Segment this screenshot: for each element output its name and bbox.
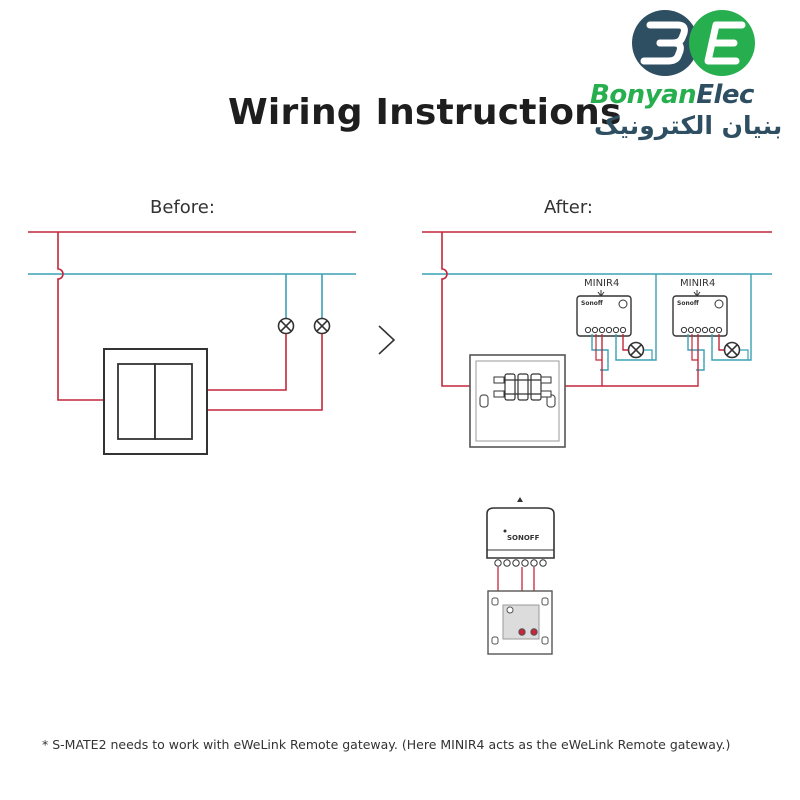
after-lamp-icon-2 xyxy=(723,341,741,359)
logo-wordmark-part1: Bonyan xyxy=(590,80,697,110)
module-brand-1: Sonoff xyxy=(581,300,603,307)
logo-wordmark-part2: Elec xyxy=(696,80,754,110)
module-brand-2: Sonoff xyxy=(677,300,699,307)
after-diagram: MINIR4 Sonoff MINIR4 Sonoff xyxy=(422,231,772,448)
after-lamp-icon-1 xyxy=(627,341,645,359)
before-switch-rocker-2 xyxy=(154,363,193,440)
before-label: Before: xyxy=(150,197,215,218)
logo-wordmark: BonyanElec xyxy=(590,80,754,110)
module-label-1: MINIR4 xyxy=(584,278,619,289)
minir4-module-2 xyxy=(672,295,728,337)
page-title: Wiring Instructions xyxy=(228,92,622,133)
minir4-module-1 xyxy=(576,295,632,337)
before-lamp-icon-2 xyxy=(313,317,331,335)
logo-persian-text: بنیان الکترونیک xyxy=(594,111,783,140)
module-label-2: MINIR4 xyxy=(680,278,715,289)
before-live-drop xyxy=(57,232,104,401)
before-lamp-icon-1 xyxy=(277,317,295,335)
footnote: * S-MATE2 needs to work with eWeLink Rem… xyxy=(42,737,731,752)
before-diagram xyxy=(28,231,356,455)
s-mate2-detail: SONOFF xyxy=(486,497,555,655)
s-mate2-device xyxy=(486,507,555,559)
after-terminal-block xyxy=(504,373,542,401)
after-live-drop xyxy=(441,232,470,387)
after-label: After: xyxy=(544,197,593,218)
chevron-right-icon xyxy=(378,325,396,355)
s-mate2-brand: SONOFF xyxy=(507,534,540,542)
before-switch-rocker-1 xyxy=(117,363,156,440)
